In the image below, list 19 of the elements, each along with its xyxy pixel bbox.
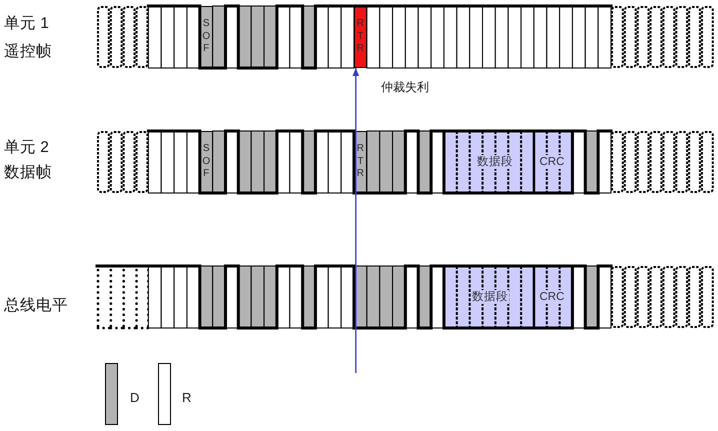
field-label: CRC: [538, 290, 566, 304]
row-label: 单元 1: [4, 14, 49, 34]
data-field-band: [444, 266, 572, 328]
edge-label: 仲裁失利: [380, 80, 430, 95]
row-label: 单元 2: [4, 138, 49, 158]
bit-sequence-strip: [95, 4, 716, 70]
row-label: 数据帧: [4, 163, 52, 183]
bit-sequence-strip: [95, 129, 716, 195]
field-label: CRC: [538, 155, 566, 169]
field-label: 数据段: [476, 155, 514, 169]
legend-label: R: [182, 390, 192, 406]
arrow: [352, 68, 360, 373]
row-label: 遥控帧: [4, 42, 52, 62]
bit-sequence-strip: [95, 264, 716, 330]
highlighted-bit-cell: RTR: [354, 6, 367, 68]
data-field-band: [444, 131, 572, 193]
row-label: 总线电平: [4, 296, 68, 316]
field-label: 数据段: [470, 290, 509, 304]
legend-label: D: [130, 390, 140, 406]
